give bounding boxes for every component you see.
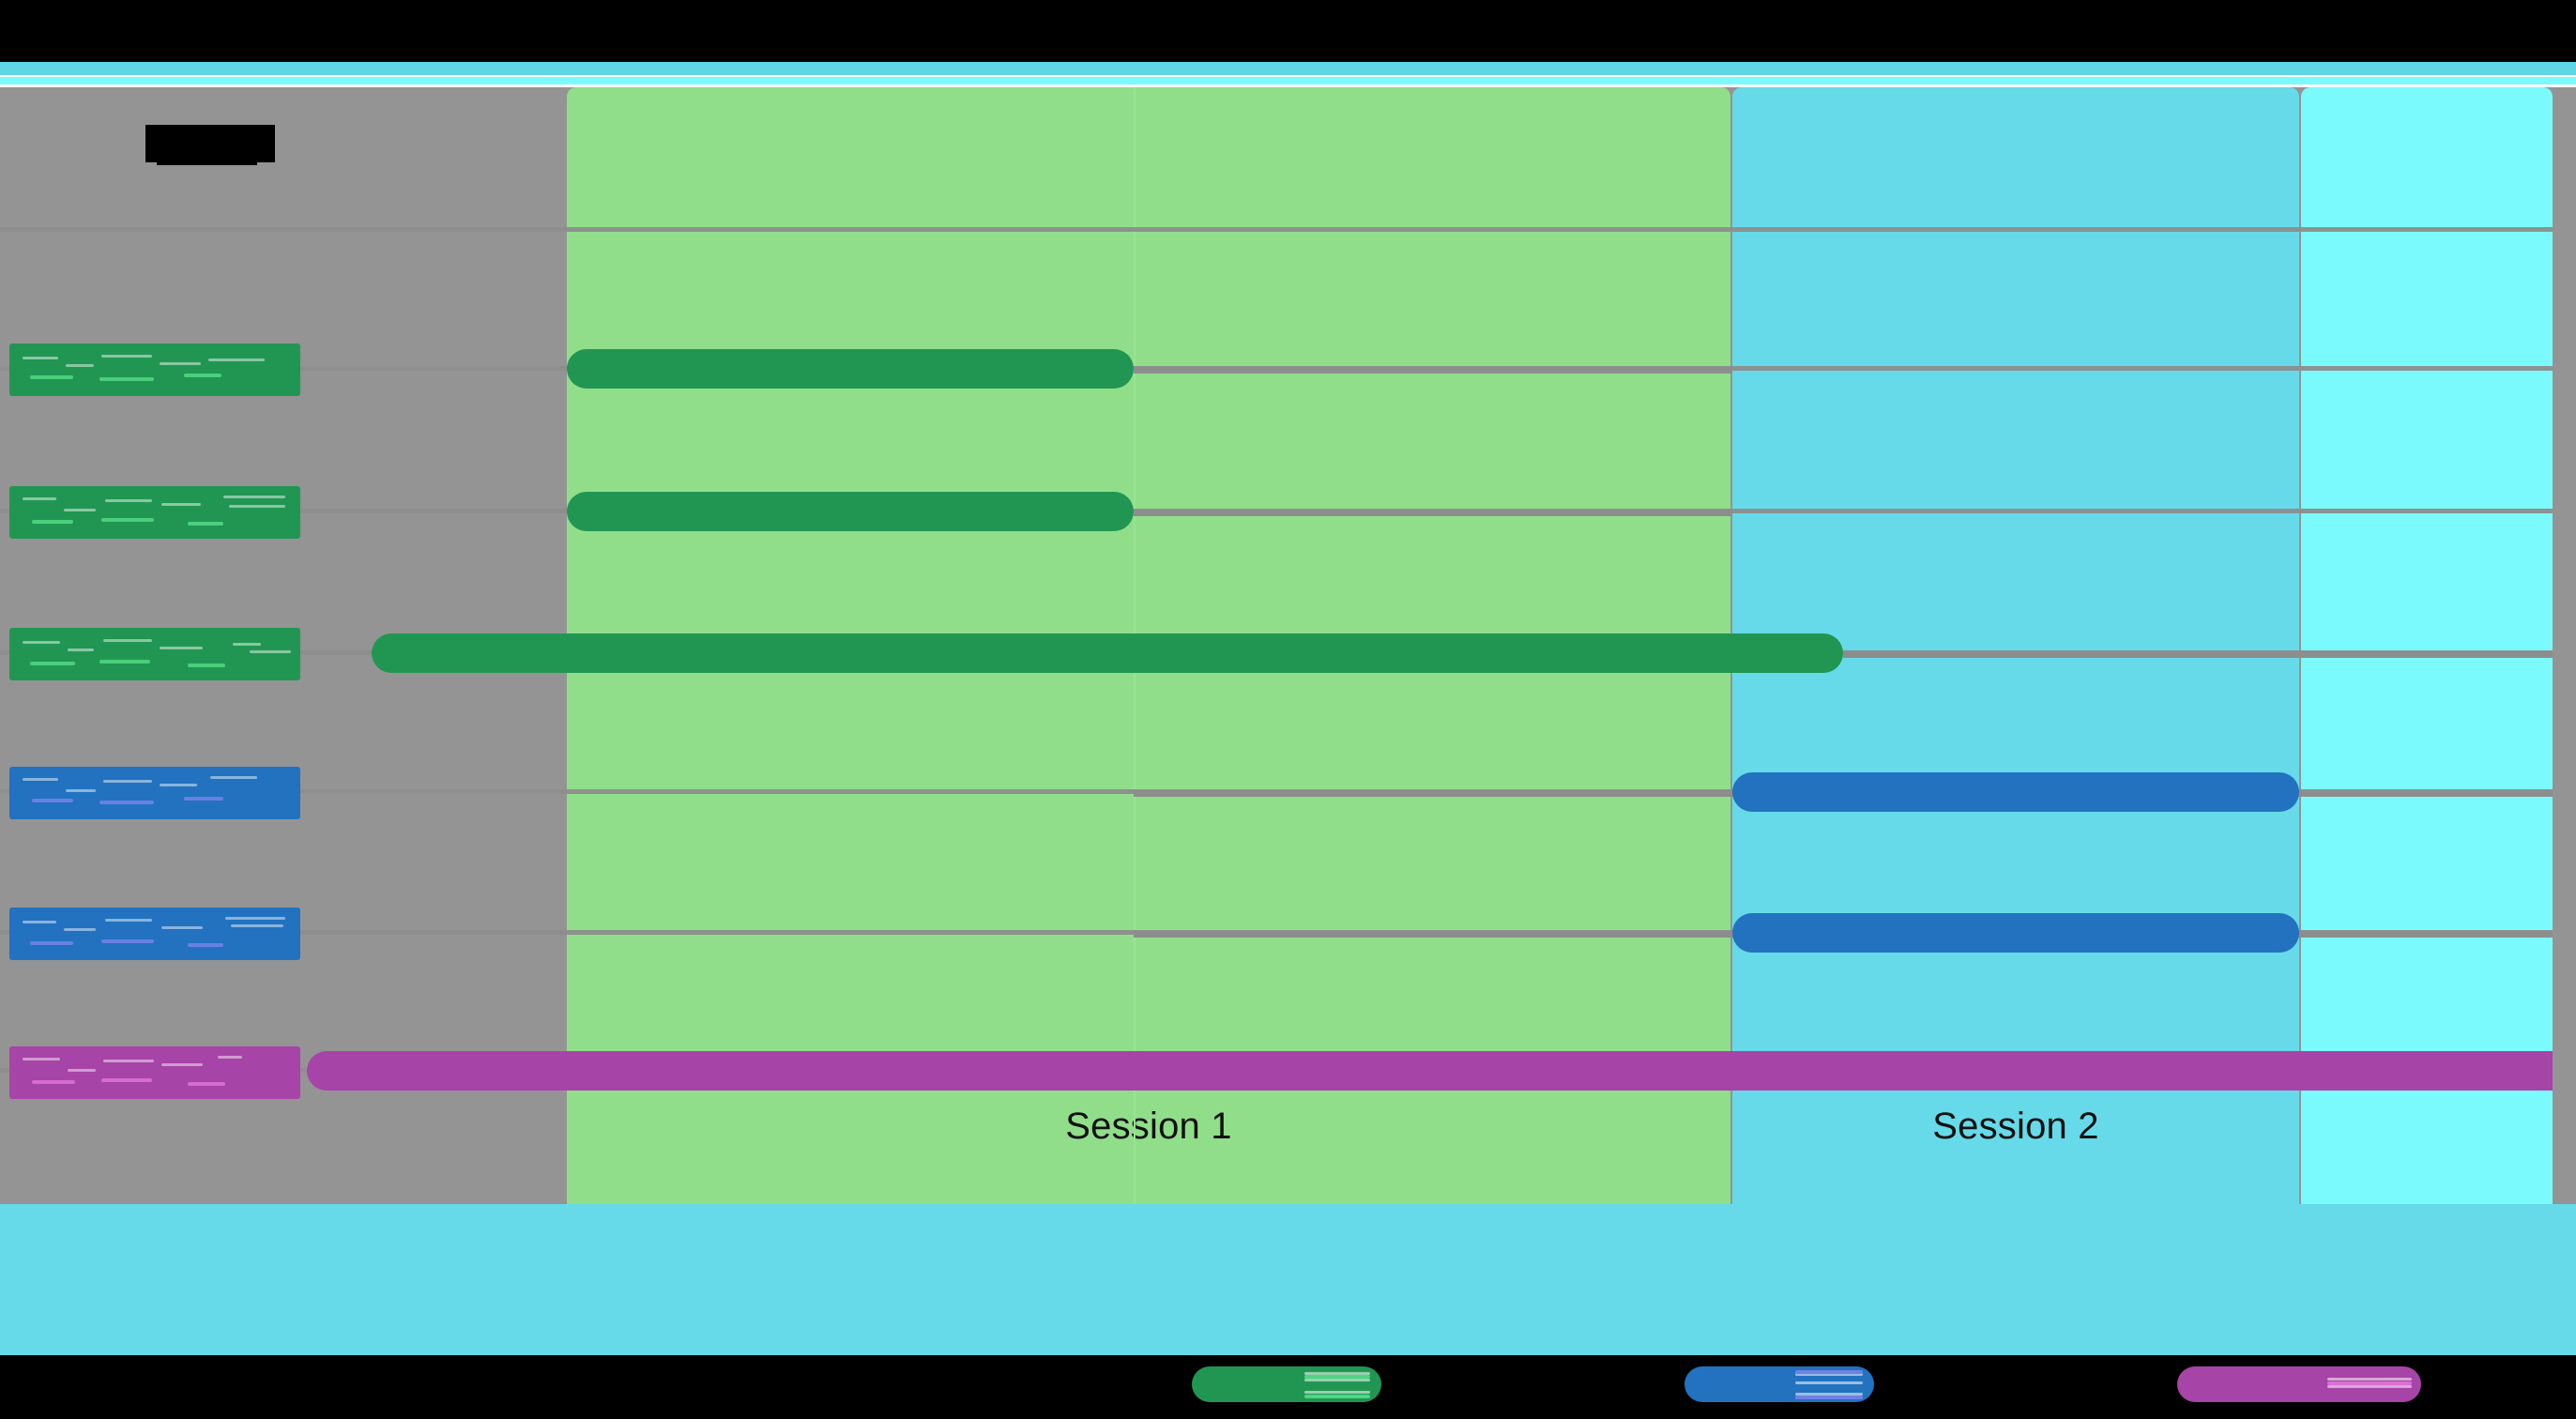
task-bar-row-2[interactable] <box>372 633 1843 673</box>
task-bar-row-0[interactable] <box>567 349 1134 389</box>
legend-item-green-glyphs <box>1192 1366 1381 1402</box>
row-label-0-glyphs <box>9 343 300 396</box>
top-rail-bright-cyan <box>0 77 2576 84</box>
task-bar-row-4[interactable] <box>1732 913 2299 953</box>
task-bar-row-1[interactable] <box>567 492 1134 531</box>
legend-bar <box>0 1355 2576 1419</box>
row-label-panel <box>0 87 567 1204</box>
row-label-2-glyphs <box>9 628 300 680</box>
footer-band <box>0 1204 2576 1355</box>
row-label-3-glyphs <box>9 767 300 819</box>
header-redaction-block <box>145 125 275 162</box>
legend-item-blue[interactable] <box>1684 1366 1874 1402</box>
top-rail-cyan <box>0 62 2576 75</box>
row-label-5[interactable] <box>9 1046 300 1099</box>
legend-item-magenta-glyphs <box>2177 1366 2421 1402</box>
gantt-plot-area: Session 1 Session 2 <box>0 87 2576 1204</box>
session-band-1-label: Session 1 <box>1065 1106 1232 1147</box>
row-label-4-glyphs <box>9 908 300 960</box>
row-label-3[interactable] <box>9 767 300 819</box>
row-label-0[interactable] <box>9 343 300 396</box>
row-label-5-glyphs <box>9 1046 300 1099</box>
task-bar-row-3[interactable] <box>1732 772 2299 812</box>
top-rail-white-1 <box>0 75 2576 77</box>
row-label-1-glyphs <box>9 486 300 539</box>
row-label-1[interactable] <box>9 486 300 539</box>
session-band-2[interactable]: Session 2 <box>1732 87 2299 1204</box>
legend-item-magenta[interactable] <box>2177 1366 2421 1402</box>
legend-item-blue-glyphs <box>1684 1366 1874 1402</box>
connector-row-2 <box>1843 651 2576 658</box>
connector-row-0 <box>1134 367 1732 374</box>
session-band-3[interactable] <box>2301 87 2553 1204</box>
legend-item-green[interactable] <box>1192 1366 1381 1402</box>
header-redaction-underline <box>157 160 257 165</box>
connector-row-1 <box>1134 510 1732 516</box>
task-bar-row-5[interactable] <box>307 1051 2576 1091</box>
session-band-2-label: Session 2 <box>1932 1106 2099 1147</box>
row-label-2[interactable] <box>9 628 300 680</box>
row-label-4[interactable] <box>9 908 300 960</box>
gridline-0 <box>0 227 2576 232</box>
top-rail-white-2 <box>0 84 2576 87</box>
plot-right-margin <box>2553 87 2576 1204</box>
